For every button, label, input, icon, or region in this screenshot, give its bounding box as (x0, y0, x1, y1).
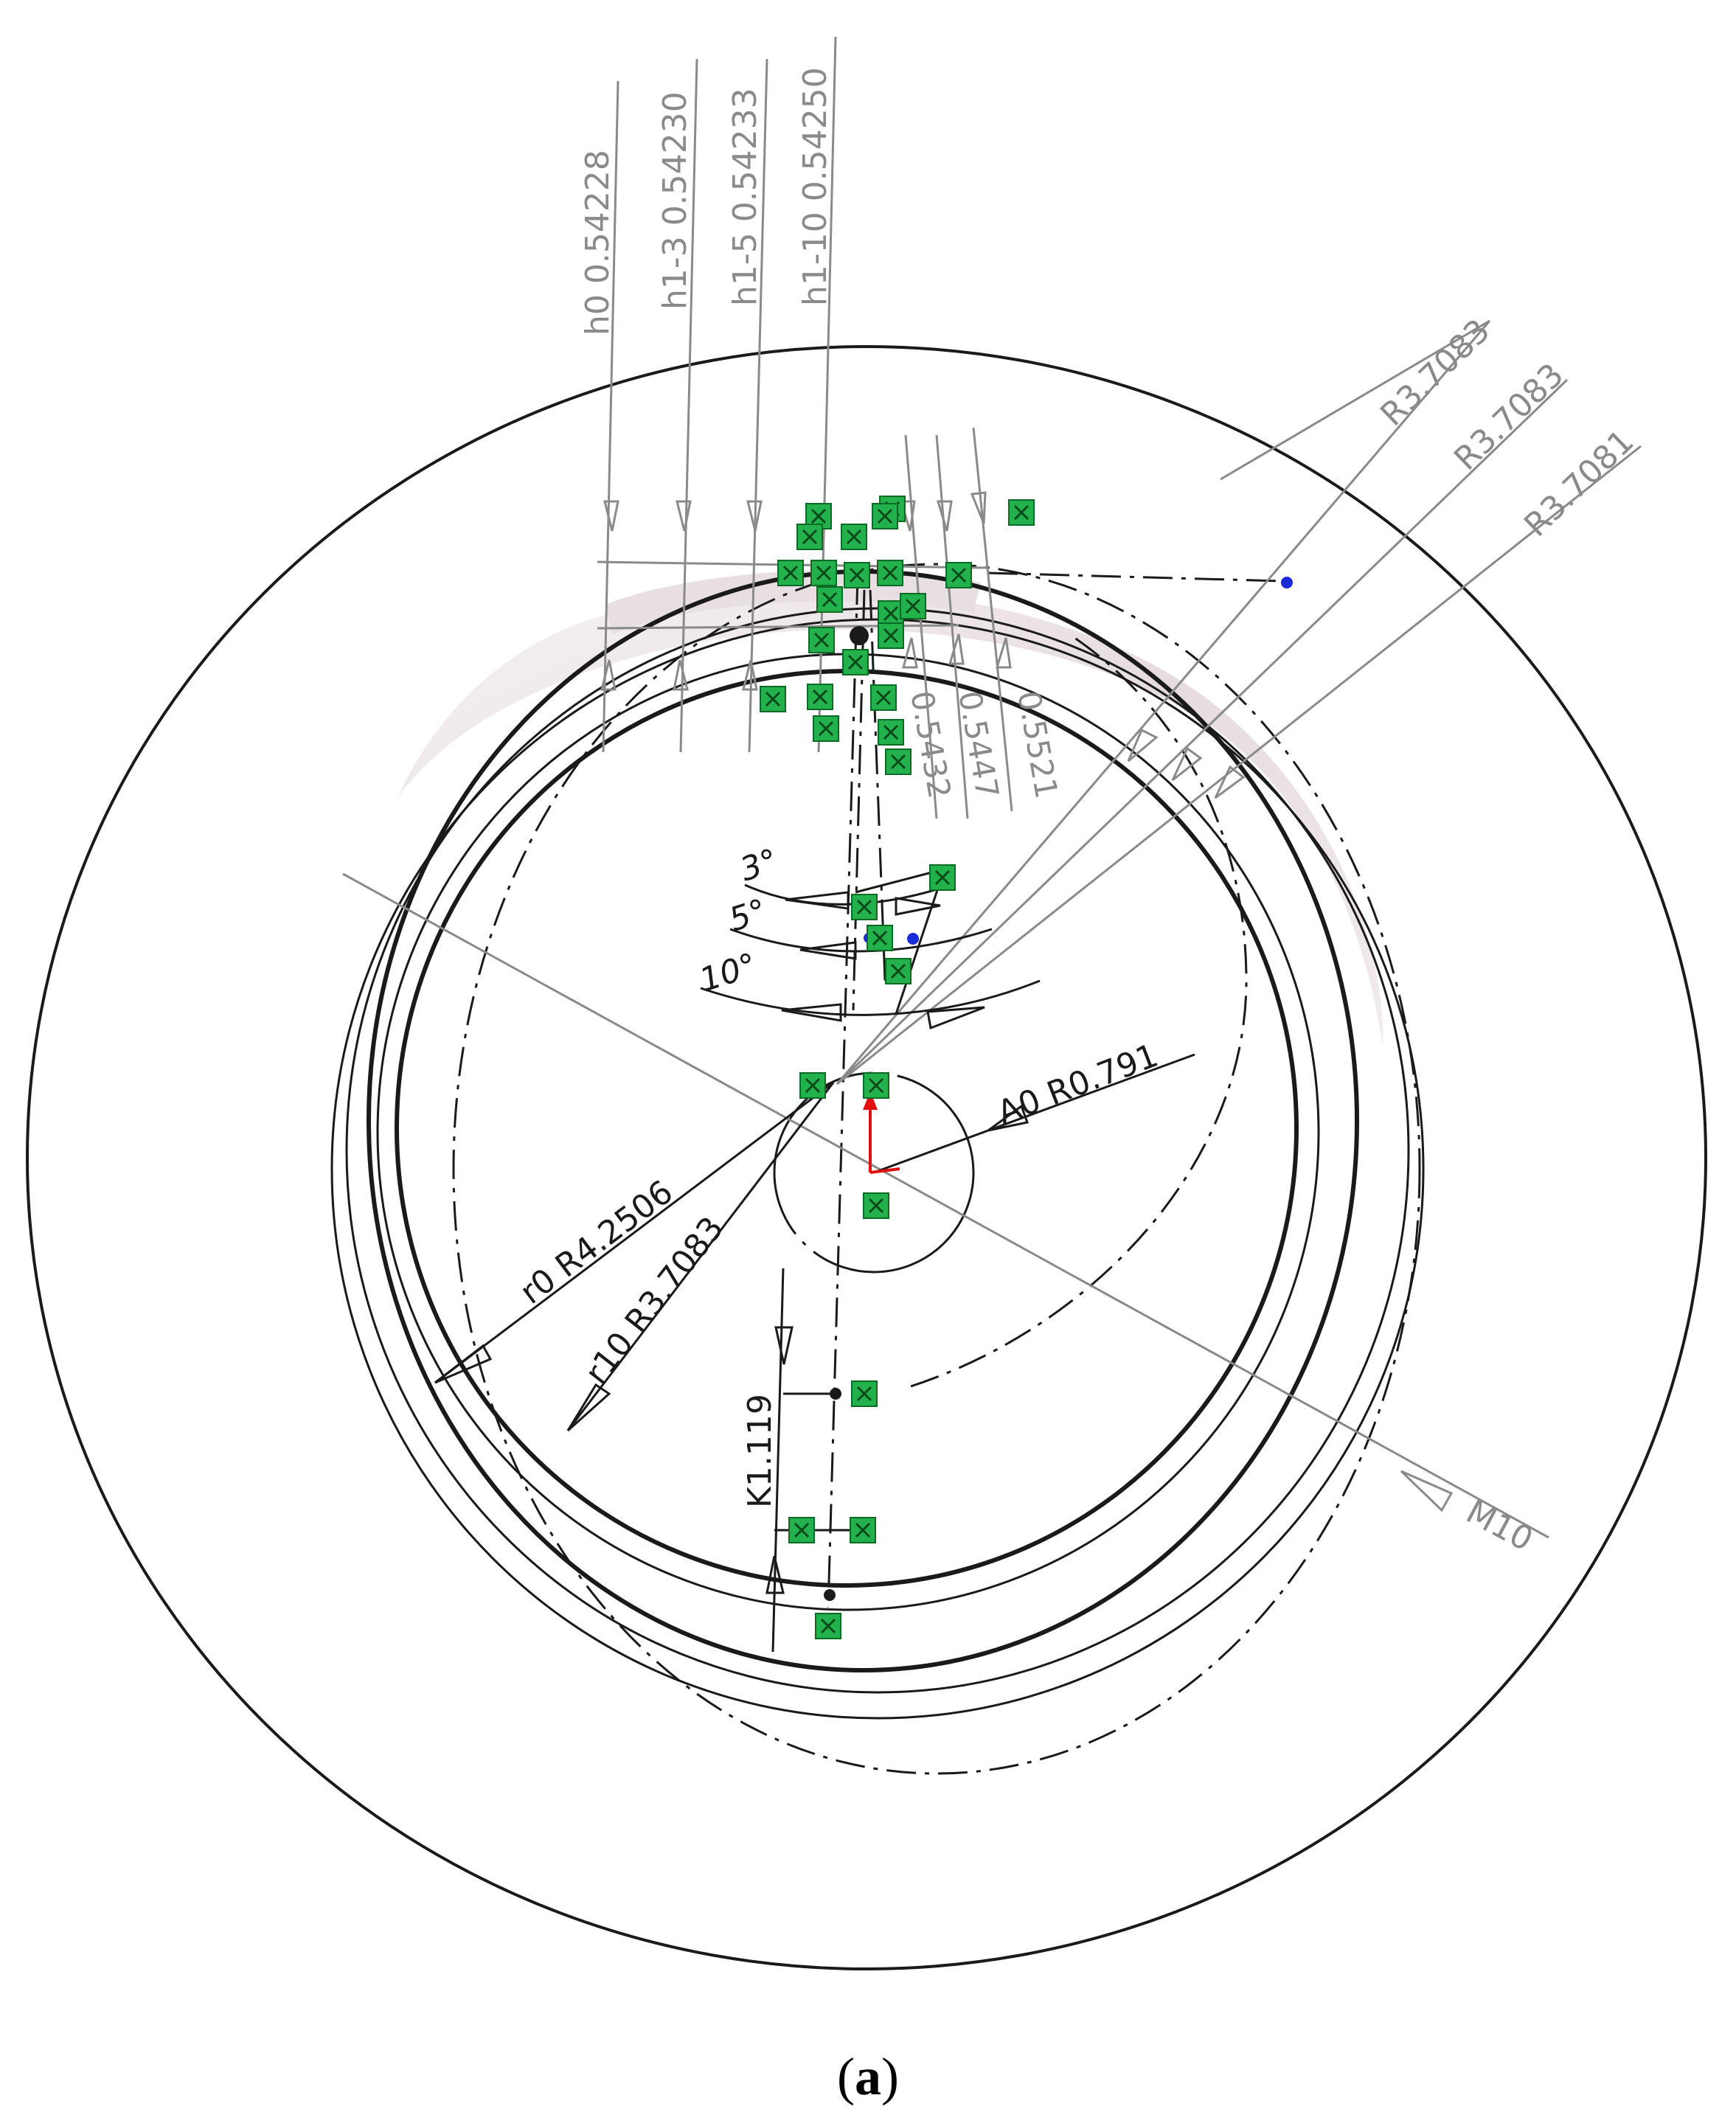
constraint-marker (945, 562, 972, 588)
caption-letter: a (855, 2047, 881, 2106)
point-leader (987, 572, 1284, 583)
constraint-marker (851, 894, 878, 920)
label-h1-3: h1-3 0.54230 (656, 91, 694, 310)
base-circle-r0 (367, 569, 1359, 1672)
constraint-marker (816, 586, 843, 613)
label-a0: A0 R0.791 (993, 1037, 1164, 1133)
constraint-marker (850, 1517, 876, 1543)
label-a3: 3° (736, 842, 782, 889)
label-m10: M10 (1460, 1493, 1539, 1559)
radius-leaders (836, 319, 1642, 1085)
figure-caption: (a) (0, 2046, 1736, 2108)
label-w-a: 0.5432 (903, 688, 958, 801)
constraint-marker (796, 524, 823, 550)
origin-axes (863, 1091, 900, 1174)
constraint-marker (929, 864, 956, 891)
label-a5: 5° (725, 892, 771, 939)
constraint-marker (841, 524, 867, 550)
constraint-marker (788, 1517, 815, 1543)
caption-open: ( (837, 2047, 855, 2106)
circle-thin-1 (376, 653, 1320, 1611)
label-r-b: R3.7083 (1447, 356, 1571, 478)
constraint-marker (777, 560, 804, 586)
inner-circle-r10 (395, 669, 1299, 1588)
constraint-marker (867, 925, 893, 951)
constraint-marker (799, 1072, 826, 1099)
r-leaders (434, 1081, 835, 1432)
constraint-marker (863, 1192, 889, 1219)
constraint-marker (807, 684, 833, 710)
constraint-marker (877, 560, 903, 586)
dimension-labels: h0 0.54228 h1-3 0.54230 h1-5 0.54233 h1-… (513, 67, 1641, 1559)
label-h0: h0 0.54228 (579, 150, 617, 336)
circle-a0 (773, 1071, 975, 1274)
eccentric-circle-dashdot (452, 563, 1421, 1775)
caption-close: ) (881, 2047, 899, 2106)
constraint-marker (878, 622, 904, 649)
center-line-3 (869, 589, 886, 982)
constraint-marker (863, 1072, 889, 1099)
constraint-marker (870, 684, 897, 711)
constraint-marker (878, 600, 904, 627)
label-w-b: 0.5447 (951, 688, 1006, 801)
label-r-a: R3.7083 (1373, 312, 1497, 434)
constraint-marker (842, 649, 869, 675)
constraint-marker (885, 748, 912, 775)
center-line (827, 574, 859, 1608)
label-h1-5: h1-5 0.54233 (726, 88, 764, 306)
label-r-c: R3.7081 (1517, 423, 1641, 544)
h-dimension-lines (600, 36, 837, 753)
label-h1-10: h1-10 0.54250 (796, 67, 834, 306)
label-a10: 10° (695, 946, 762, 1000)
constraint-marker (813, 715, 839, 742)
constraint-marker (885, 958, 912, 984)
constraint-marker (808, 627, 835, 653)
constraint-marker (815, 1613, 841, 1639)
constraint-marker (810, 560, 837, 586)
m10-leader (342, 872, 1549, 1539)
width-dimension-lines (899, 427, 1013, 819)
constraint-marker (844, 562, 870, 588)
pitch-arc-dashdot (910, 633, 1248, 1388)
constraint-marker (900, 593, 926, 619)
constraint-markers (760, 496, 1035, 1639)
constraint-marker (760, 686, 786, 712)
label-k: K1.119 (741, 1394, 779, 1508)
label-w-c: 0.5521 (1010, 688, 1065, 801)
constraint-marker (878, 719, 904, 746)
outer-circle (26, 345, 1707, 1970)
a0-leader (873, 1053, 1195, 1174)
constraint-marker (872, 503, 898, 529)
constraint-marker (1008, 499, 1035, 526)
k-dimension (765, 1268, 855, 1653)
angle-arcs (700, 869, 1041, 1030)
constraint-marker (851, 1380, 878, 1407)
m10-arrow (1400, 1470, 1454, 1512)
